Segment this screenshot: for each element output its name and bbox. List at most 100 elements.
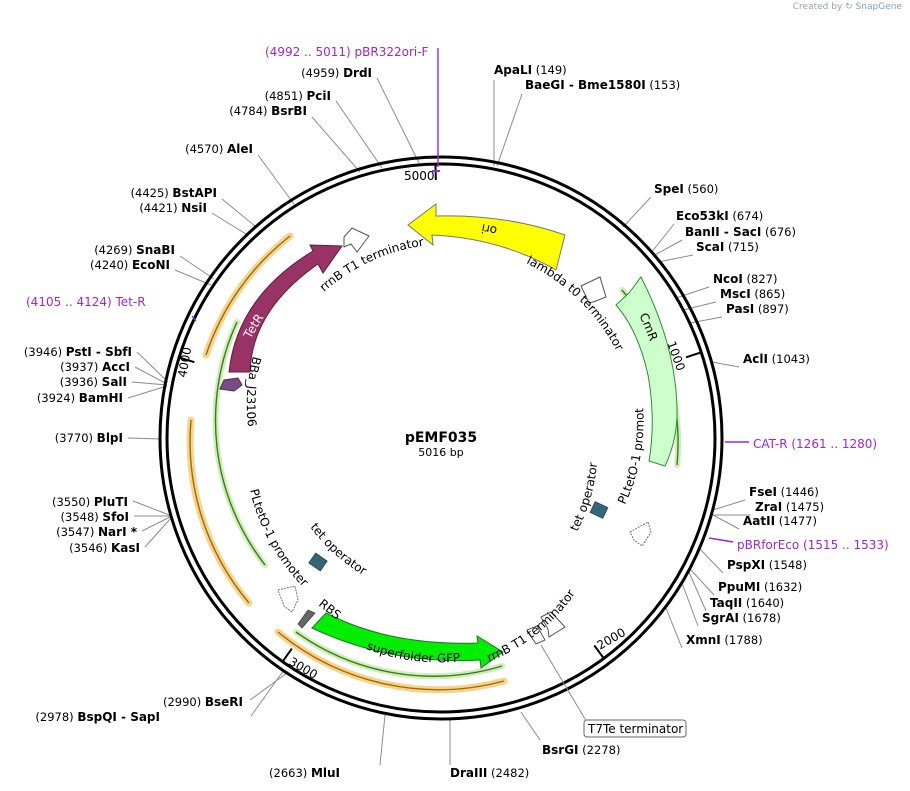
site-draiii[interactable]: DraIII (2482)	[450, 766, 529, 780]
site-ncoi[interactable]: NcoI (827)	[713, 272, 777, 286]
tick-1000	[685, 351, 702, 359]
site-nari[interactable]: (3547) NarI *	[56, 525, 138, 539]
feature-tetr-arrow[interactable]	[228, 244, 343, 373]
connector-mlui	[379, 714, 386, 766]
feature-rrnb-terminator-top[interactable]	[343, 227, 370, 253]
orf-line-bottom-outer	[277, 631, 505, 691]
feature-cmr-arrow[interactable]	[615, 276, 678, 467]
connector-xmni	[665, 607, 683, 649]
site-bseri[interactable]: (2990) BseRI	[163, 695, 243, 709]
connector-bsrgi	[520, 711, 541, 741]
site-ppumi[interactable]: PpuMI (1632)	[718, 580, 802, 594]
feature-plteto1-promoter-right[interactable]	[629, 521, 652, 547]
site-blpi[interactable]: (3770) BlpI	[55, 431, 123, 445]
site-pasi[interactable]: PasI (897)	[726, 302, 789, 316]
features	[219, 203, 678, 669]
label-tet-operator-left: tet operator	[308, 520, 370, 578]
orf-arcs-outer	[186, 232, 508, 694]
primer-mark-tetr	[191, 315, 197, 322]
site-nsii[interactable]: (4421) NsiI	[139, 201, 207, 215]
connector-bstapi	[221, 198, 256, 227]
connector-bseri	[249, 672, 288, 701]
plasmid-length: 5016 bp	[418, 446, 463, 459]
site-bsrgi[interactable]: BsrGI (2278)	[542, 743, 620, 757]
site-banii[interactable]: BanII - SacI (676)	[685, 225, 796, 239]
tick-label-2000: 2000	[595, 625, 628, 652]
connector-acci	[134, 366, 168, 385]
tick-3000	[281, 647, 293, 663]
feature-tet-operator-left[interactable]	[308, 552, 328, 572]
primer-pbr322orif[interactable]: (4992 .. 5011) pBR322ori-F	[265, 45, 429, 59]
feature-tet-operator-right[interactable]	[589, 501, 609, 519]
feature-rrnb-terminator-bottom[interactable]	[540, 611, 566, 638]
site-apali[interactable]: ApaLI (149)	[494, 63, 567, 77]
site-econi[interactable]: (4240) EcoNI	[90, 258, 170, 272]
site-drdi[interactable]: (4959) DrdI	[301, 66, 372, 80]
site-sgrai[interactable]: SgrAI (1678)	[702, 611, 781, 625]
feature-lambda-terminator[interactable]	[580, 276, 607, 304]
site-eco53ki[interactable]: Eco53kI (674)	[676, 209, 763, 223]
site-bamhi[interactable]: (3924) BamHI	[37, 391, 123, 405]
site-bsrbi[interactable]: (4784) BsrBI	[229, 104, 307, 118]
orf-line-bottom-inner	[295, 631, 503, 677]
orf-line-left-outer	[189, 419, 250, 604]
primer-tetr[interactable]: (4105 .. 4124) Tet-R	[26, 295, 146, 309]
feature-ori-arrow[interactable]	[407, 203, 566, 271]
connector-nari	[141, 515, 173, 532]
site-psti[interactable]: (3946) PstI - SbfI	[24, 345, 132, 359]
site-fsei[interactable]: FseI (1446)	[749, 485, 819, 499]
connector-acli	[711, 361, 740, 368]
feature-rbs-mark[interactable]	[297, 609, 316, 629]
site-pcii[interactable]: (4851) PciI	[265, 89, 331, 103]
connector-bsrbi	[311, 116, 361, 173]
connector-eco53ki	[650, 223, 675, 254]
site-sfoi[interactable]: (3548) SfoI	[61, 510, 129, 524]
feature-t7te-terminator[interactable]	[526, 625, 546, 645]
site-xmni[interactable]: XmnI (1788)	[686, 633, 763, 647]
primer-pbrforeco[interactable]: pBRforEco (1515 .. 1533)	[737, 538, 889, 552]
connector-spei	[622, 196, 652, 228]
connector-aatii	[712, 514, 740, 530]
site-baegi[interactable]: BaeGI - Bme1580I (153)	[525, 78, 680, 92]
site-pluti[interactable]: (3550) PluTI	[52, 495, 128, 509]
connector-sali	[131, 381, 168, 386]
feature-bba-j23106-arrow[interactable]	[219, 377, 243, 392]
connector-ncoi	[675, 286, 710, 299]
site-mlui[interactable]: (2663) MluI	[269, 766, 340, 780]
connector-bspqi	[250, 669, 285, 717]
connector-pcii	[335, 100, 383, 169]
site-bspqi[interactable]: (2978) BspQI - SapI	[35, 710, 160, 724]
connector-msci	[682, 301, 717, 311]
restriction-site-labels: ApaLI (149)BaeGI - Bme1580I (153) SpeI (5…	[24, 63, 824, 780]
site-sali[interactable]: (3936) SalI	[60, 375, 127, 389]
site-kasi[interactable]: (3546) KasI	[69, 541, 140, 555]
feature-gfp-arrow[interactable]	[311, 612, 504, 669]
connector-econi	[174, 269, 212, 286]
site-alei[interactable]: (4570) AleI	[185, 142, 253, 156]
label-t7te-terminator: T7Te terminator	[587, 722, 683, 736]
feature-plteto1-promoter-left[interactable]	[277, 585, 299, 613]
site-bstapi[interactable]: (4425) BstAPI	[131, 186, 217, 200]
connector-psti	[136, 351, 169, 383]
backbone-outer-strand	[158, 155, 724, 721]
connector-banii	[652, 239, 683, 257]
site-taqii[interactable]: TaqII (1640)	[710, 596, 784, 610]
site-acli[interactable]: AclI (1043)	[743, 352, 810, 366]
site-aatii[interactable]: AatII (1477)	[743, 514, 817, 528]
site-pspxi[interactable]: PspXI (1548)	[727, 558, 807, 572]
connector-bamhi	[127, 385, 168, 399]
site-msci[interactable]: MscI (865)	[720, 287, 785, 301]
site-scai[interactable]: ScaI (715)	[696, 240, 759, 254]
primer-catr[interactable]: CAT-R (1261 .. 1280)	[753, 437, 877, 451]
connector-scai	[657, 254, 694, 263]
backbone-inner-strand	[165, 162, 717, 714]
label-rrnb-t1-terminator-top: rrnB T1 terminator	[317, 235, 425, 294]
connector-baegi	[496, 93, 523, 167]
site-snabi[interactable]: (4269) SnaBI	[94, 243, 175, 257]
snapgene-credit: Created by ↻ SnapGene	[792, 2, 902, 12]
site-acci[interactable]: (3937) AccI	[60, 360, 130, 374]
site-zrai[interactable]: ZraI (1475)	[755, 500, 824, 514]
site-spei[interactable]: SpeI (560)	[654, 182, 718, 196]
orf-arcs-inner	[212, 287, 682, 680]
